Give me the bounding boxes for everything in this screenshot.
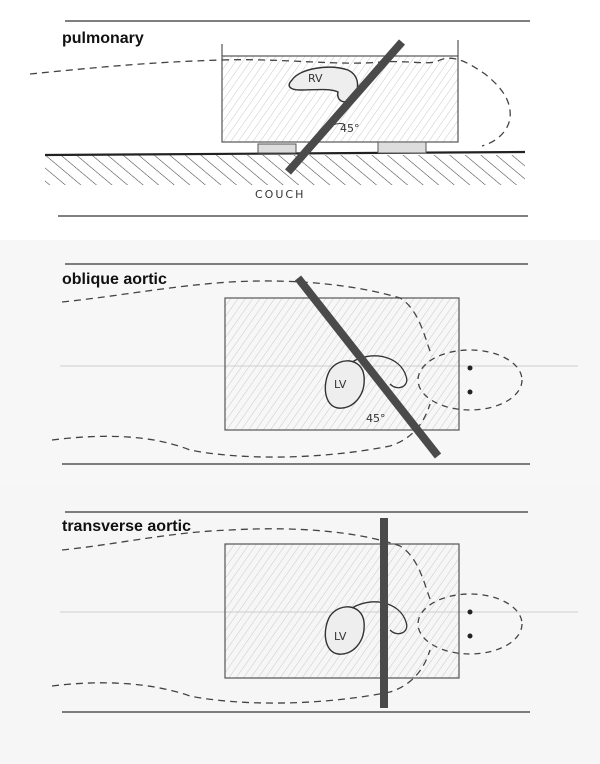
oblique-aortic-panel: LV 45°: [51, 263, 578, 465]
patient-head: [417, 593, 523, 655]
left-ventricle-shape: [324, 360, 365, 409]
right-ventricle-shape: [288, 66, 359, 103]
patient-outline-bottom: [51, 649, 431, 704]
pulmonary-panel: RV 45° COUCH: [29, 20, 530, 217]
rv-label: RV: [308, 72, 323, 85]
lv-label-2: LV: [334, 378, 347, 391]
left-ventricle-shape: [324, 606, 365, 655]
panel-title-oblique-aortic: oblique aortic: [62, 271, 167, 288]
patient-head: [417, 349, 523, 411]
angle-label-2: 45°: [366, 412, 386, 425]
angle-label-1: 45°: [340, 122, 360, 135]
patient-outline-top: [61, 280, 433, 357]
couch-hatching: [45, 155, 525, 185]
imaging-plane-bar: [284, 39, 406, 175]
patient-outline-top: [61, 528, 433, 605]
panel-title-transverse-aortic: transverse aortic: [62, 518, 191, 535]
imaging-plane-bar: [294, 275, 442, 459]
panel-title-pulmonary: pulmonary: [62, 30, 144, 47]
lv-label-3: LV: [334, 630, 347, 643]
couch-label: COUCH: [255, 188, 305, 201]
patient-outline-bottom: [51, 403, 431, 458]
transverse-aortic-panel: LV: [51, 511, 578, 713]
